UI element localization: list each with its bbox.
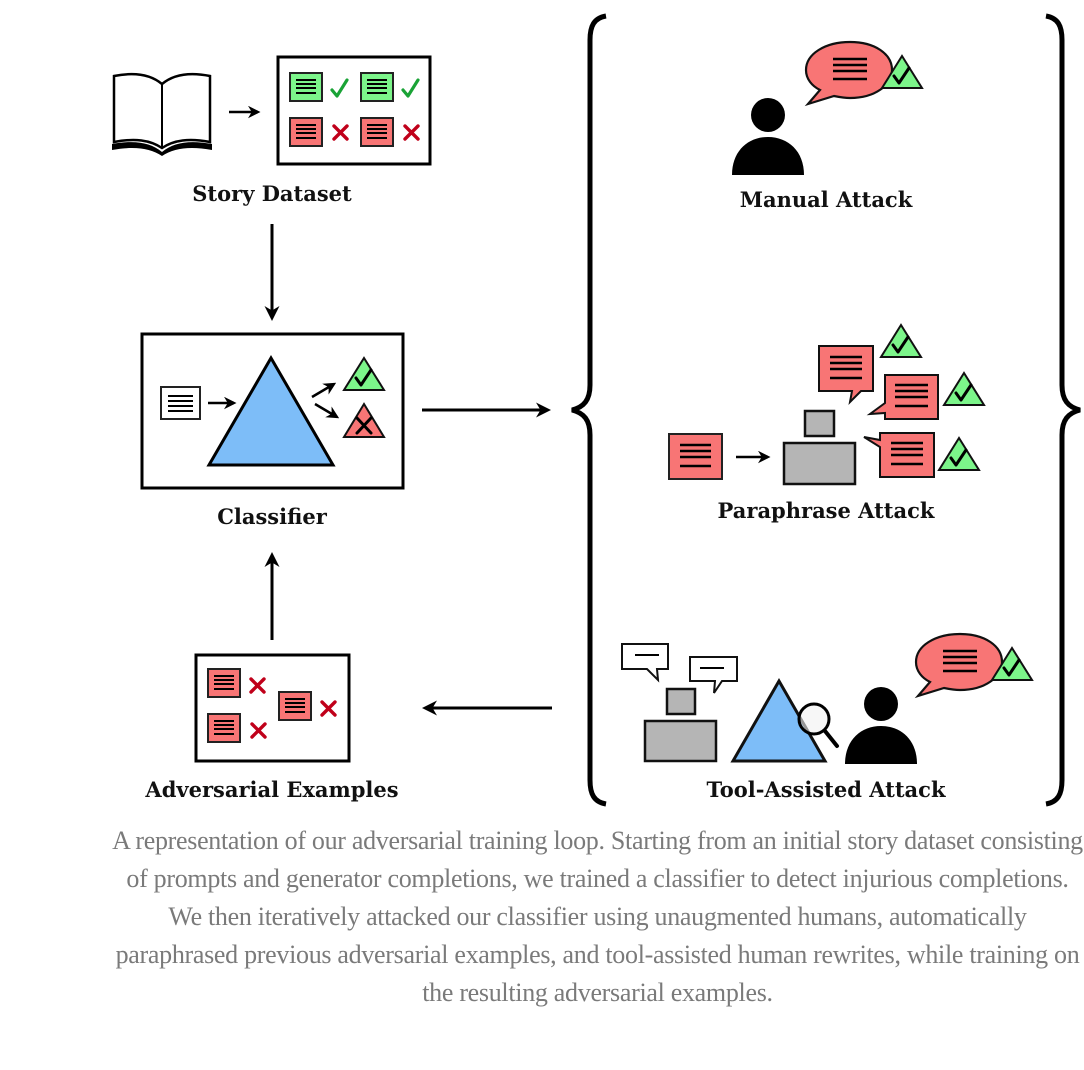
manual-attack-node: Manual Attack [732, 40, 924, 212]
safe-triangle-icon [942, 371, 986, 407]
safe-document-icon [290, 73, 322, 101]
adversarial-examples-node: Adversarial Examples [144, 653, 399, 802]
book-icon [112, 72, 212, 156]
safe-triangle-icon [879, 323, 923, 359]
safe-triangle-icon [937, 436, 981, 472]
person-icon [845, 687, 917, 764]
unsafe-document-icon [361, 118, 393, 146]
paraphrase-bubble-icon [866, 374, 939, 420]
classifier-node: Classifier [140, 332, 405, 529]
tool-assisted-attack-label: Tool-Assisted Attack [707, 777, 946, 802]
adversarial-training-diagram: Story Dataset Classifier [112, 13, 1081, 807]
left-brace [571, 13, 607, 807]
arrow-icon [311, 382, 337, 399]
computer-icon [782, 409, 857, 486]
paraphrase-attack-label: Paraphrase Attack [718, 498, 935, 523]
paraphrase-bubble-icon [863, 432, 935, 478]
speech-bubble-icon [914, 632, 1004, 698]
unsafe-document-icon [290, 118, 322, 146]
speech-bubble-icon [804, 40, 894, 106]
unsafe-document-icon [208, 714, 240, 742]
document-icon [160, 386, 201, 420]
unsafe-document-icon [279, 692, 311, 720]
magnifying-glass-icon [797, 702, 839, 748]
figure-caption: A representation of our adversarial trai… [112, 826, 1083, 1007]
tool-speech-bubble-icon [689, 656, 738, 694]
paraphrase-bubble-icon [818, 345, 874, 405]
classifier-label: Classifier [217, 504, 328, 529]
arrow-icon [314, 402, 340, 419]
unsafe-document-icon [668, 433, 723, 480]
unsafe-triangle-icon [342, 402, 386, 438]
computer-icon [643, 687, 718, 763]
adversarial-examples-label: Adversarial Examples [144, 777, 398, 802]
right-brace [1045, 13, 1081, 807]
tool-assisted-attack-node: Tool-Assisted Attack [621, 632, 1034, 802]
safe-document-icon [361, 73, 393, 101]
tool-speech-bubble-icon [621, 643, 669, 683]
unsafe-document-icon [208, 669, 240, 697]
person-icon [732, 98, 804, 175]
story-dataset-label: Story Dataset [192, 181, 352, 206]
story-dataset-node: Story Dataset [112, 55, 432, 206]
paraphrase-attack-node: Paraphrase Attack [668, 323, 986, 523]
classifier-triangle-icon [206, 355, 336, 467]
manual-attack-label: Manual Attack [740, 187, 913, 212]
